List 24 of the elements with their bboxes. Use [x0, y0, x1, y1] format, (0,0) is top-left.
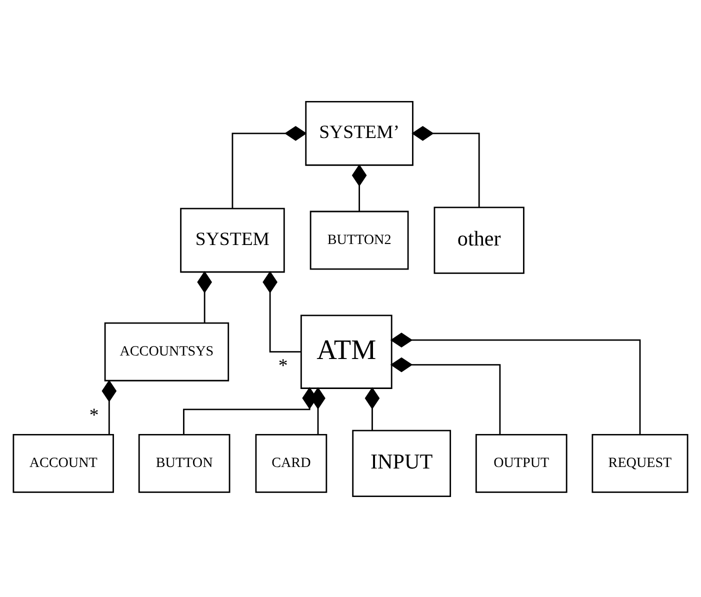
node-box: other: [434, 206, 524, 274]
connector: [364, 386, 380, 430]
node-box: ATM: [300, 314, 392, 388]
node-box: SYSTEM: [180, 207, 285, 272]
node-box: ACCOUNT: [12, 433, 114, 492]
node-box: OUTPUT: [475, 433, 568, 492]
node-box: CARD: [255, 433, 328, 492]
node-box: BUTTON2: [310, 210, 409, 270]
node-box: INPUT: [352, 429, 452, 496]
connector: [197, 270, 212, 322]
connector: [412, 125, 480, 207]
edge-label: *: [278, 354, 288, 376]
node-box: ACCOUNTSYS: [104, 322, 230, 381]
connector: [352, 164, 367, 211]
connector: [262, 270, 302, 352]
edge-label: *: [89, 404, 99, 426]
node-box: REQUEST: [592, 433, 688, 492]
connector: [310, 386, 326, 434]
connector: [390, 356, 501, 434]
connector: [390, 332, 641, 434]
connector: [232, 125, 307, 208]
node-box: SYSTEM’: [305, 100, 414, 166]
node-box: BUTTON: [138, 433, 230, 492]
connector: [102, 379, 117, 434]
